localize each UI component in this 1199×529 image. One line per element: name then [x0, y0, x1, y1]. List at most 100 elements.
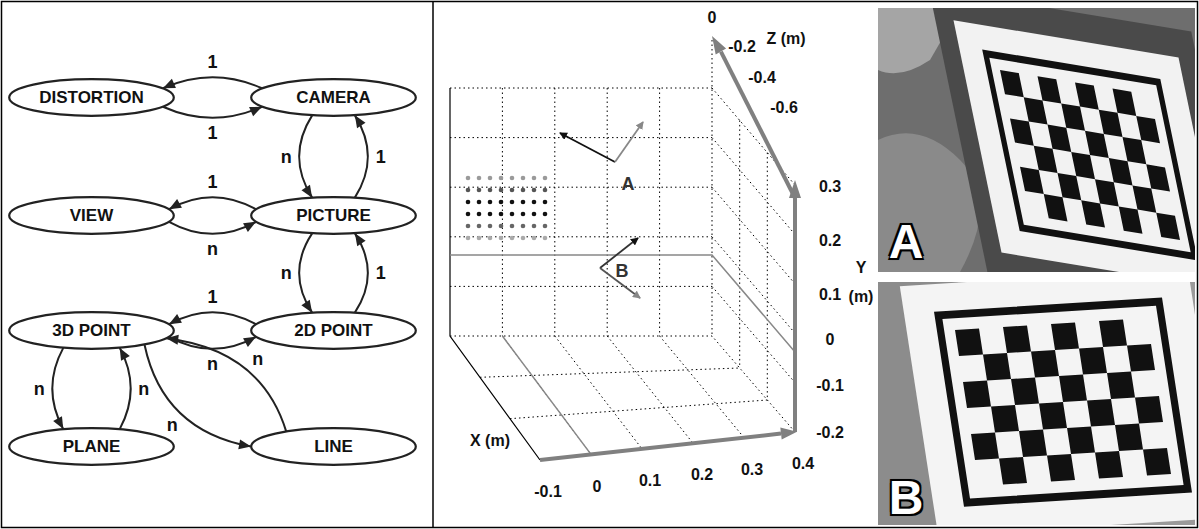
- entity-ellipse: DISTORTION: [8, 78, 175, 117]
- entity-name: VIEW: [70, 206, 113, 226]
- connector-line: [166, 338, 286, 431]
- frame-letter: B: [616, 262, 629, 280]
- photo-letter: A: [889, 218, 924, 266]
- entity-name: LINE: [314, 437, 353, 457]
- axis-tick-label: -0.1: [816, 378, 844, 394]
- entity-ellipse: 2D POINT: [250, 311, 417, 350]
- entity-ellipse: LINE: [250, 427, 417, 466]
- side-wall-grid: [712, 88, 795, 400]
- cardinality-label: n: [205, 355, 220, 373]
- relation-connector: [166, 335, 286, 432]
- connector-line: [355, 233, 368, 312]
- ellipse-shape: [9, 197, 174, 234]
- cardinality-label: 1: [205, 124, 219, 142]
- z-axis: [721, 52, 795, 198]
- cardinality-label: n: [32, 380, 47, 398]
- entity-ellipse: CAMERA: [250, 78, 417, 117]
- axis-tick-label: 0.1: [639, 473, 661, 489]
- axis-tick-label: 0.2: [819, 233, 841, 249]
- relation-connector: [169, 337, 256, 349]
- axis-tick-label: -0.1: [534, 484, 562, 500]
- panel-divider: [432, 2, 434, 528]
- cardinality-label: 1: [205, 173, 219, 191]
- arrow-head: [302, 185, 313, 198]
- arrow-head: [301, 300, 312, 313]
- frame-letter: A: [622, 175, 635, 193]
- entity-name: DISTORTION: [39, 88, 144, 108]
- axis-tick-label: Y: [856, 260, 867, 276]
- connector-line: [299, 233, 312, 312]
- ellipse-shape: [251, 79, 416, 116]
- ellipse-shape: [251, 428, 416, 465]
- entity-ellipse: 3D POINT: [8, 311, 175, 350]
- entity-ellipse: PICTURE: [250, 196, 417, 235]
- connector-line: [145, 345, 251, 447]
- connector-line: [163, 107, 262, 118]
- axis-tick-label: 0: [708, 10, 717, 26]
- arrow-head: [120, 348, 130, 361]
- cardinality-label: n: [165, 416, 180, 434]
- relation-connector: [355, 233, 368, 312]
- axis-tick-label: 0.3: [819, 179, 841, 195]
- relation-connector: [120, 348, 131, 429]
- connector-line: [299, 115, 312, 197]
- connector-line: [52, 348, 63, 429]
- relation-connector: [169, 197, 256, 209]
- entity-name: CAMERA: [296, 88, 371, 108]
- back-wall-grid: [450, 40, 712, 336]
- photo-a: [878, 8, 1195, 272]
- cardinality-label: n: [205, 240, 220, 258]
- plane-trace: [502, 336, 591, 454]
- cardinality-label: n: [136, 380, 151, 398]
- y-axis: [793, 198, 797, 432]
- photo-b: [878, 282, 1195, 525]
- connector-line: [169, 337, 256, 349]
- ellipse-shape: [9, 428, 174, 465]
- entity-ellipse: PLANE: [8, 427, 175, 466]
- axis-tick-label: 0.4: [792, 456, 814, 472]
- z-axis-head: [712, 36, 726, 55]
- arrow-head: [355, 233, 366, 246]
- point-cloud: [466, 176, 548, 241]
- frame-axis: [560, 133, 615, 162]
- axis-tick-label: 0.3: [741, 462, 763, 478]
- cardinality-label: 1: [205, 53, 219, 71]
- arrow-head: [169, 199, 182, 209]
- arrow-head: [243, 222, 256, 232]
- ellipse-shape: [251, 197, 416, 234]
- plane-trace: [450, 255, 795, 352]
- arrow-head: [355, 115, 366, 128]
- arrow-head: [249, 107, 262, 116]
- x-axis: [540, 434, 781, 460]
- relation-connector: [163, 107, 262, 118]
- entity-name: PLANE: [63, 437, 121, 457]
- axis-tick-label: 0: [826, 332, 835, 348]
- connector-line: [355, 115, 368, 197]
- axis-tick-label: -0.4: [748, 70, 776, 86]
- axis-tick-label: 0.1: [819, 287, 841, 303]
- cardinality-label: n: [250, 350, 265, 368]
- relation-connector: [299, 115, 312, 197]
- relation-connector: [169, 312, 256, 324]
- connector-line: [163, 77, 262, 88]
- axis-tick-label: -0.6: [770, 100, 798, 116]
- connector-line: [169, 312, 256, 324]
- axis-tick-label: -0.2: [816, 425, 844, 441]
- connector-line: [169, 222, 256, 234]
- relation-connector: [169, 222, 256, 234]
- relation-connector: [299, 233, 312, 312]
- entity-name: 3D POINT: [52, 321, 130, 341]
- ellipse-shape: [9, 79, 174, 116]
- axis-tick-label: 0.2: [691, 467, 713, 483]
- axis-tick-label: -0.2: [728, 39, 756, 55]
- cardinality-label: n: [279, 264, 294, 282]
- connector-line: [120, 348, 131, 429]
- connector-line: [169, 197, 256, 209]
- arrow-head: [238, 439, 251, 449]
- arrow-head: [243, 337, 256, 347]
- cardinality-label: 1: [374, 264, 388, 282]
